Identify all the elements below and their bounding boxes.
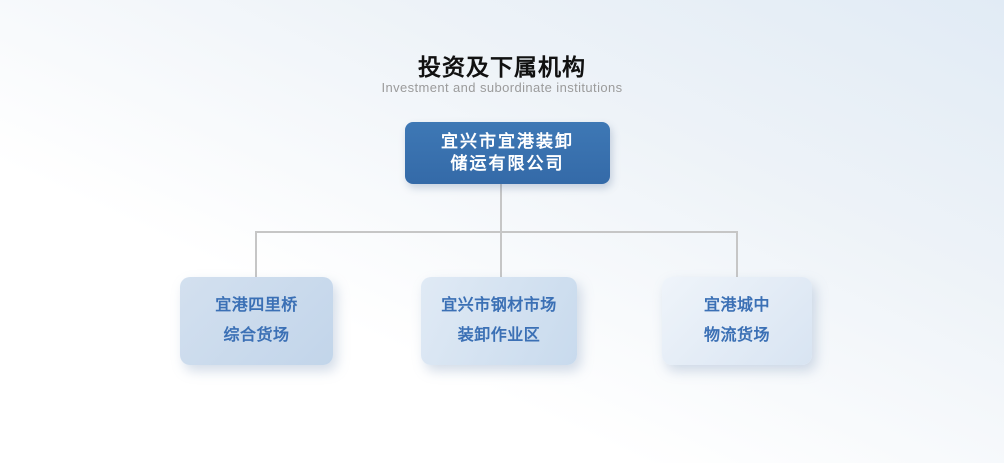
connector-drop-child-3 [736, 231, 738, 277]
org-node-root-line1: 宜兴市宜港装卸 [441, 132, 574, 151]
org-node-child-3-line2: 物流货场 [703, 327, 770, 344]
org-node-root-line2: 储运有限公司 [450, 154, 565, 173]
org-node-root: 宜兴市宜港装卸 储运有限公司 [405, 122, 610, 184]
connector-drop-child-2 [500, 231, 502, 277]
org-node-child-2-line2: 装卸作业区 [457, 327, 541, 344]
org-node-child-3-line1: 宜港城中 [703, 297, 770, 314]
connector-drop-child-1 [255, 231, 257, 277]
org-node-child-1-line2: 综合货场 [223, 327, 290, 344]
org-node-child-3: 宜港城中 物流货场 [662, 277, 812, 365]
org-node-child-1: 宜港四里桥 综合货场 [180, 277, 333, 365]
org-node-child-1-line1: 宜港四里桥 [215, 297, 298, 314]
org-node-child-2: 宜兴市钢材市场 装卸作业区 [421, 277, 577, 365]
org-node-child-2-line1: 宜兴市钢材市场 [441, 297, 557, 314]
page-subtitle: Investment and subordinate institutions [381, 80, 623, 95]
connector-horizontal-rail [255, 231, 738, 233]
connector-root-stem [500, 184, 502, 232]
page-title: 投资及下属机构 [418, 54, 586, 80]
